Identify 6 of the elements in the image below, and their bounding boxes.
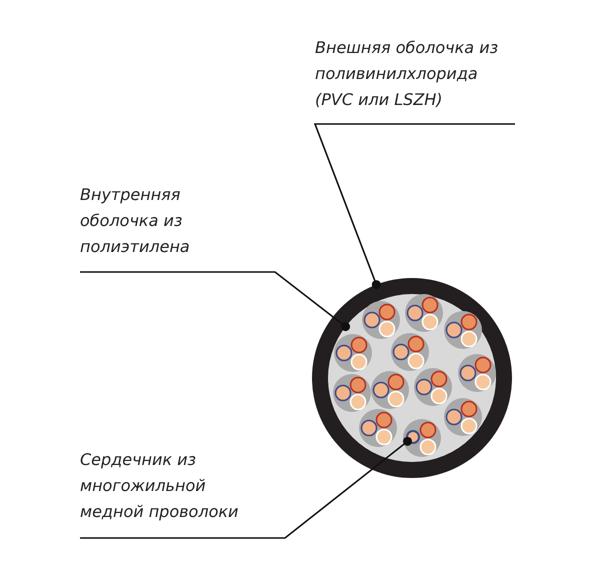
callout-text: Сердечник из многожильной медной проволоки [80, 447, 285, 538]
leader-line [80, 436, 412, 539]
leader-line [314, 123, 515, 290]
callout-text: Внешняя оболочка из поливинилхлорида (PVC или LSZH) [315, 35, 515, 124]
leader-line [80, 271, 350, 332]
callout-text: Внутренняя оболочка из полиэтилена [80, 182, 275, 272]
